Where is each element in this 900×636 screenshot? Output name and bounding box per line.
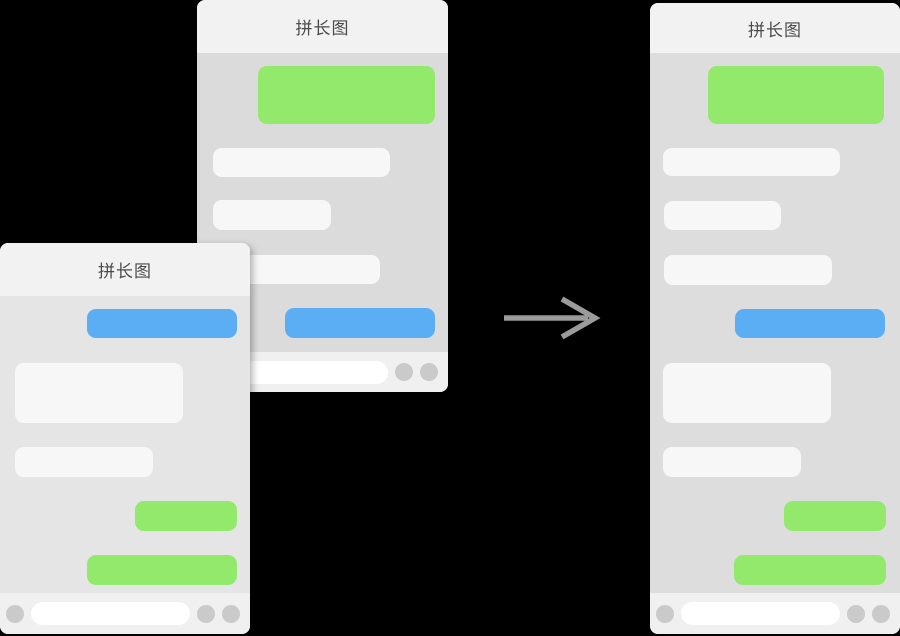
input-circle-right-2-icon [420,363,438,381]
chat-body [650,3,900,634]
window-title-bar: 拼长图 [197,0,448,53]
message-input-field [31,602,190,625]
window-title: 拼长图 [295,19,350,38]
window-title-bar: 拼长图 [0,243,250,296]
chat-bubble-white-left [663,363,831,423]
chat-body [0,243,250,634]
input-circle-right-2-icon [222,604,240,623]
chat-bubble-green-right [734,555,886,585]
chat-input-bar [650,593,900,634]
input-circle-right-2-icon [872,604,890,623]
chat-bubble-green-right [87,555,237,585]
chat-window-result: 拼长图 [650,3,900,634]
chat-bubble-white-left [663,148,840,176]
chat-bubble-green-right [258,66,435,124]
chat-bubble-white-left [213,148,390,177]
window-title: 拼长图 [748,20,802,40]
input-circle-right-1-icon [395,363,413,381]
chat-bubble-green-right [708,66,884,124]
chat-bubble-blue-right [87,309,237,338]
chat-input-bar [0,593,250,634]
window-title: 拼长图 [98,262,152,281]
chat-window-source-bottom: 拼长图 [0,243,250,634]
input-circle-left-icon [6,604,24,623]
chat-bubble-blue-right [735,309,885,338]
chat-bubble-white-left [663,447,801,477]
chat-bubble-blue-right [285,308,435,338]
window-title-bar: 拼长图 [650,3,900,53]
chat-bubble-white-left [213,200,331,230]
message-input-field [681,602,840,625]
chat-bubble-green-right [784,501,886,531]
chat-bubble-white-left [664,255,832,285]
chat-bubble-white-left [15,363,183,423]
input-circle-right-1-icon [197,604,215,623]
chat-bubble-white-left [664,201,781,230]
chat-bubble-white-left [15,447,153,477]
message-input-field [228,360,388,384]
chat-bubble-green-right [135,501,237,531]
right-arrow-icon [504,296,601,340]
input-circle-left-icon [656,604,674,623]
input-circle-right-1-icon [847,604,865,623]
